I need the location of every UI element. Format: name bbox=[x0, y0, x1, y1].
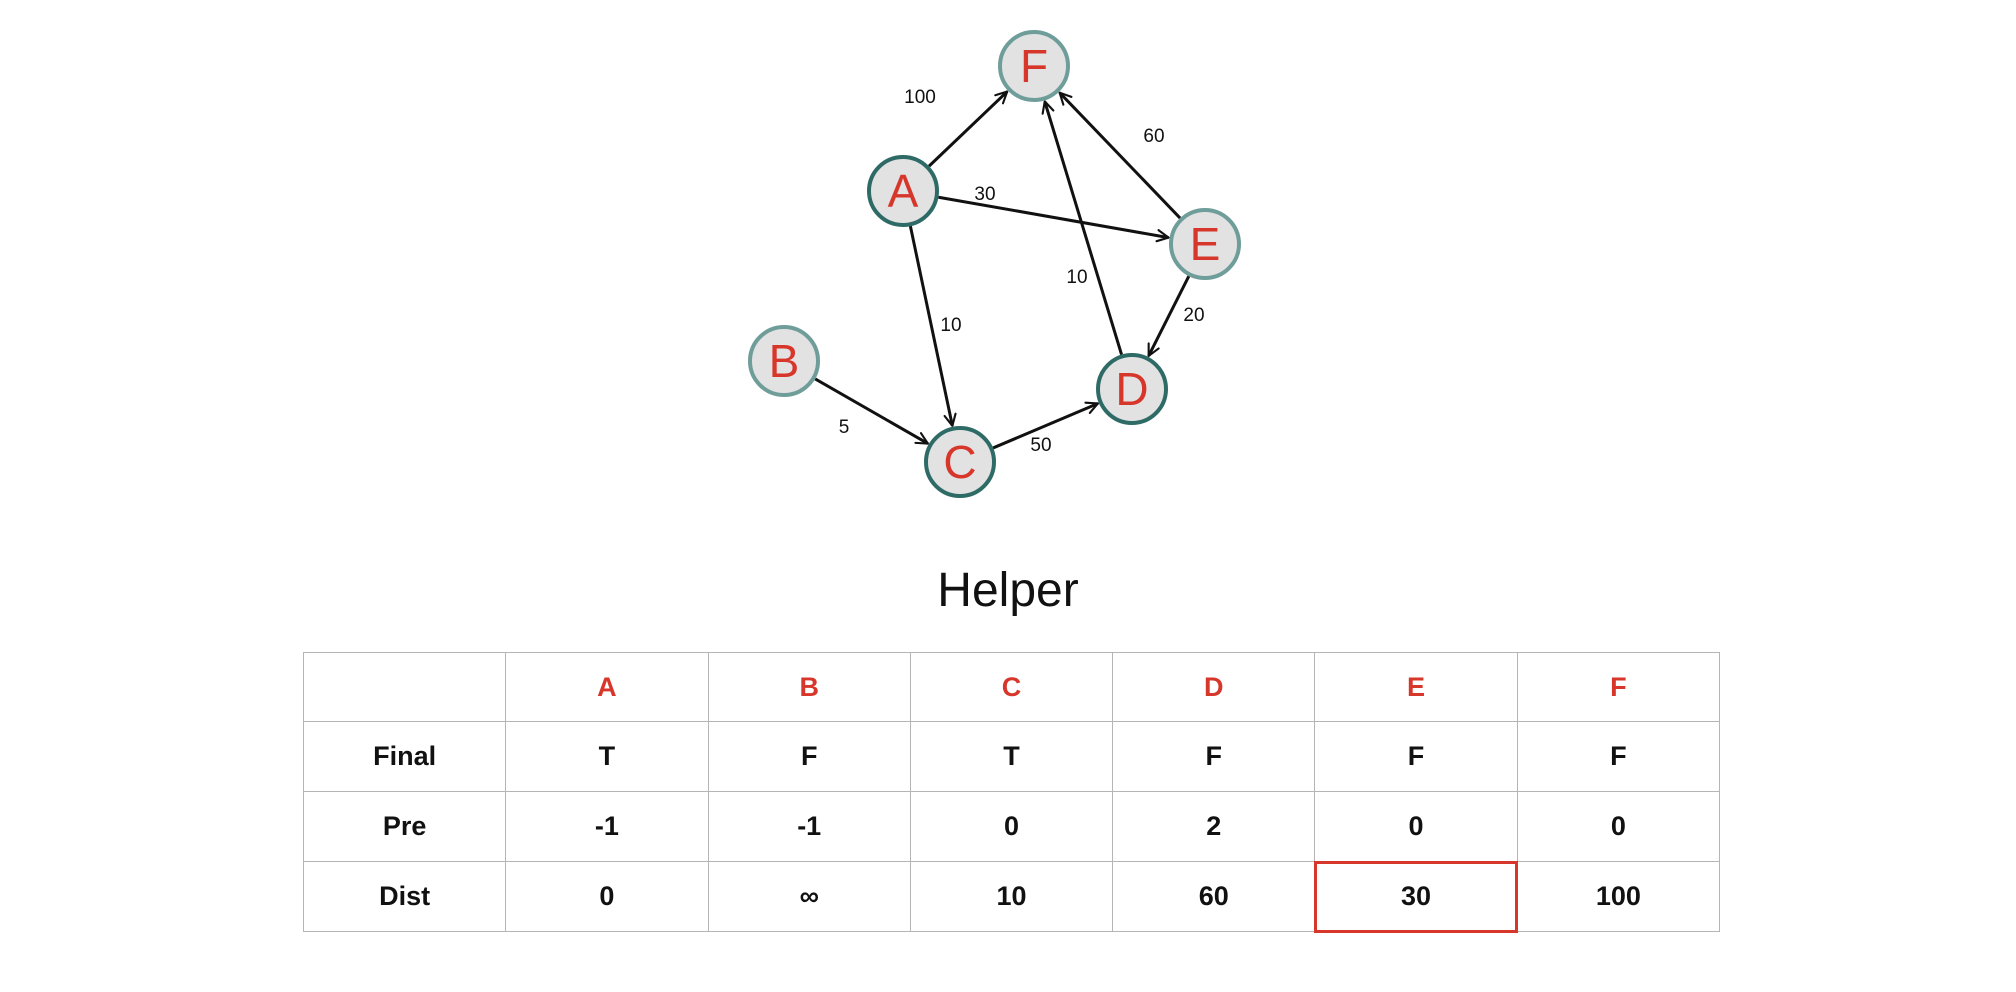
pre-d: 2 bbox=[1112, 791, 1316, 862]
pre-c: 0 bbox=[909, 791, 1114, 862]
edge-a-e bbox=[938, 195, 1170, 243]
final-d: F bbox=[1112, 721, 1316, 792]
node-circle bbox=[1096, 353, 1168, 425]
node-b: B bbox=[748, 325, 820, 397]
node-circle bbox=[998, 30, 1070, 102]
node-circle bbox=[1169, 208, 1241, 280]
final-row: Final T F T F F F bbox=[302, 721, 1721, 792]
dist-c: 10 bbox=[909, 861, 1114, 932]
row-label-final: Final bbox=[302, 721, 507, 792]
column-header-a: A bbox=[505, 652, 709, 722]
column-header-e: E bbox=[1314, 652, 1518, 722]
node-label: F bbox=[1020, 40, 1048, 92]
node-label: A bbox=[888, 165, 919, 217]
pre-row: Pre -1 -1 0 2 0 0 bbox=[302, 791, 1721, 862]
dist-e-highlighted: 30 bbox=[1313, 860, 1519, 933]
node-label: B bbox=[769, 335, 800, 387]
node-f: F bbox=[998, 30, 1070, 102]
node-label: C bbox=[943, 436, 976, 488]
edge-weight-c-d: 50 bbox=[1030, 435, 1051, 456]
edge-weight-a-f: 100 bbox=[904, 87, 936, 108]
dist-a: 0 bbox=[505, 861, 709, 932]
node-c: C bbox=[924, 426, 996, 498]
node-label: E bbox=[1190, 218, 1221, 270]
final-c: T bbox=[909, 721, 1114, 792]
edge-weight-a-c: 10 bbox=[940, 315, 961, 336]
edge-weight-a-e: 30 bbox=[974, 184, 995, 205]
edge-weight-e-f: 60 bbox=[1143, 126, 1164, 147]
final-e: F bbox=[1314, 721, 1518, 792]
edge-weight-b-c: 5 bbox=[839, 417, 850, 438]
pre-e: 0 bbox=[1314, 791, 1518, 862]
column-header-d: D bbox=[1112, 652, 1316, 722]
column-header-f: F bbox=[1516, 652, 1721, 722]
dist-b: ∞ bbox=[707, 861, 911, 932]
dist-f: 100 bbox=[1516, 861, 1721, 932]
helper-title: Helper bbox=[937, 564, 1079, 617]
edge-a-c bbox=[908, 225, 957, 427]
pre-b: -1 bbox=[707, 791, 911, 862]
edge-b-c bbox=[814, 377, 929, 445]
dist-row: Dist 0 ∞ 10 60 30 100 bbox=[302, 860, 1721, 933]
column-header-b: B bbox=[707, 652, 911, 722]
edge-weight-d-f: 10 bbox=[1066, 267, 1087, 288]
final-a: T bbox=[505, 721, 709, 792]
node-label: D bbox=[1115, 363, 1148, 415]
header-row: A B C D E F bbox=[302, 652, 1721, 722]
row-label-pre: Pre bbox=[302, 791, 507, 862]
node-circle bbox=[867, 155, 939, 227]
node-e: E bbox=[1169, 208, 1241, 280]
dist-d: 60 bbox=[1112, 861, 1316, 932]
graph-diagram: 100 30 10 5 50 10 60 20 A B C D E F bbox=[748, 30, 1241, 498]
node-circle bbox=[924, 426, 996, 498]
node-circle bbox=[748, 325, 820, 397]
edge-a-f bbox=[928, 90, 1009, 168]
final-b: F bbox=[707, 721, 911, 792]
nodes-layer: A B C D E F bbox=[748, 30, 1241, 498]
corner-cell bbox=[302, 652, 507, 722]
edge-e-f bbox=[1058, 91, 1182, 220]
column-header-c: C bbox=[909, 652, 1114, 722]
final-f: F bbox=[1516, 721, 1721, 792]
row-label-dist: Dist bbox=[302, 861, 507, 932]
pre-a: -1 bbox=[505, 791, 709, 862]
pre-f: 0 bbox=[1516, 791, 1721, 862]
edge-e-d bbox=[1147, 275, 1191, 358]
helper-table: A B C D E F Final T F T F F F Pre -1 -1 … bbox=[302, 652, 1721, 933]
node-a: A bbox=[867, 155, 939, 227]
edge-weight-e-d: 20 bbox=[1183, 305, 1204, 326]
edge-c-d bbox=[992, 401, 1099, 450]
node-d: D bbox=[1096, 353, 1168, 425]
edge-d-f bbox=[1041, 100, 1123, 355]
edges-layer: 100 30 10 5 50 10 60 20 bbox=[814, 87, 1205, 456]
